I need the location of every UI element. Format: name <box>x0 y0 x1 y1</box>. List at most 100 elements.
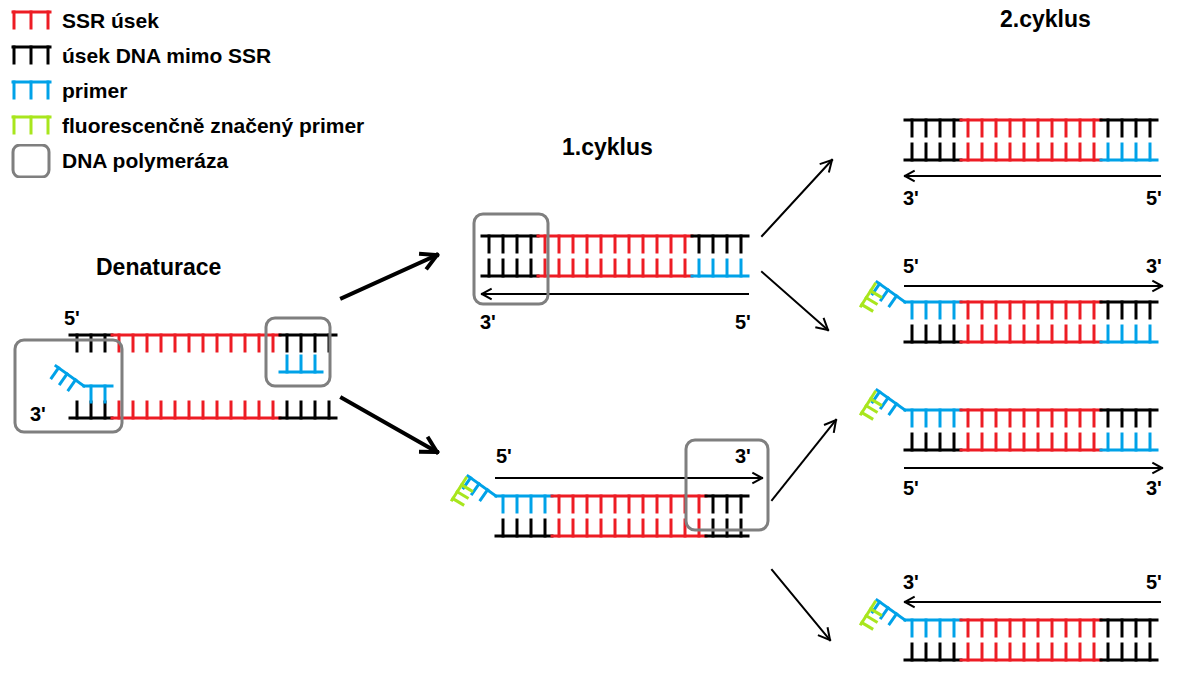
base-tick <box>1107 120 1110 136</box>
base-tick <box>939 410 942 426</box>
base-tick <box>967 144 970 160</box>
base-tick <box>118 402 121 418</box>
base-tick <box>953 144 956 160</box>
base-tick <box>1051 620 1054 636</box>
base-tick <box>586 236 589 252</box>
base-tick <box>911 144 914 160</box>
swatch-tick <box>47 47 50 63</box>
base-tick <box>558 260 561 276</box>
arrow-head <box>429 438 437 452</box>
base-tick <box>230 335 233 351</box>
base-tick <box>995 120 998 136</box>
base-tick <box>712 260 715 276</box>
base-tick <box>726 260 729 276</box>
arrow-shaft <box>905 601 1160 603</box>
legend-row: primer <box>0 74 470 108</box>
arrow-shaft <box>772 570 830 640</box>
base-tick <box>981 120 984 136</box>
base-tick <box>1051 144 1054 160</box>
base-tick <box>925 620 928 636</box>
base-tick <box>953 620 956 636</box>
base-tick <box>967 410 970 426</box>
base-tick <box>628 236 631 252</box>
base-tick <box>925 644 928 660</box>
base-tick <box>967 434 970 450</box>
base-tick <box>600 260 603 276</box>
label-tick <box>462 485 472 491</box>
legend-text: úsek DNA mimo SSR <box>62 45 271 66</box>
base-tick <box>572 236 575 252</box>
base-tick <box>939 120 942 136</box>
base-tick <box>146 402 149 418</box>
synthesis-arrow <box>482 289 748 299</box>
legend-swatch <box>10 39 54 73</box>
tail-tick <box>52 368 59 378</box>
base-tick <box>1149 410 1152 426</box>
dna-strand <box>496 520 748 536</box>
base-tick <box>925 326 928 342</box>
strand-end-label: 5' <box>1146 188 1162 208</box>
tail-tick <box>881 398 888 408</box>
base-tick <box>572 496 575 512</box>
dna-strand <box>905 144 1157 160</box>
base-tick <box>1149 144 1152 160</box>
base-tick <box>1009 434 1012 450</box>
base-tick <box>1149 620 1152 636</box>
legend-text: SSR úsek <box>62 10 159 31</box>
flow-arrow <box>772 420 836 500</box>
base-tick <box>911 120 914 136</box>
base-tick <box>600 236 603 252</box>
tail-backbone <box>877 600 905 620</box>
base-tick <box>488 236 491 252</box>
base-tick <box>516 496 519 512</box>
base-tick <box>1051 120 1054 136</box>
base-tick <box>614 496 617 512</box>
base-tick <box>1093 326 1096 342</box>
base-tick <box>202 335 205 351</box>
base-tick <box>1023 120 1026 136</box>
base-tick <box>558 236 561 252</box>
base-tick <box>188 335 191 351</box>
base-tick <box>544 260 547 276</box>
base-tick <box>1135 434 1138 450</box>
base-tick <box>1093 144 1096 160</box>
base-tick <box>670 520 673 536</box>
base-tick <box>911 620 914 636</box>
label-tick <box>862 305 872 311</box>
base-tick <box>1149 644 1152 660</box>
base-tick <box>300 356 303 372</box>
label-tick <box>866 406 876 412</box>
base-tick <box>1107 144 1110 160</box>
base-tick <box>90 335 93 351</box>
base-tick <box>981 410 984 426</box>
dna-strand <box>280 356 322 372</box>
base-tick <box>1051 644 1054 660</box>
base-tick <box>925 302 928 318</box>
base-tick <box>925 434 928 450</box>
base-tick <box>216 402 219 418</box>
arrow-shaft <box>905 467 1162 469</box>
dna-strand <box>84 386 112 402</box>
synthesis-arrow <box>496 473 762 483</box>
base-tick <box>911 302 914 318</box>
base-tick <box>160 402 163 418</box>
dna-strand <box>70 335 336 351</box>
arrow-head <box>427 255 437 268</box>
base-tick <box>1079 620 1082 636</box>
base-tick <box>1079 144 1082 160</box>
stage-heading: 2.cyklus <box>1000 8 1091 31</box>
arrow-head <box>1153 281 1162 286</box>
base-tick <box>995 144 998 160</box>
tail-tick <box>890 404 897 414</box>
base-tick <box>1149 120 1152 136</box>
primer-tail <box>861 390 905 419</box>
base-tick <box>726 236 729 252</box>
base-tick <box>1037 620 1040 636</box>
base-tick <box>1079 434 1082 450</box>
base-tick <box>1065 144 1068 160</box>
base-tick <box>502 236 505 252</box>
base-tick <box>1023 620 1026 636</box>
base-tick <box>995 644 998 660</box>
base-tick <box>911 326 914 342</box>
